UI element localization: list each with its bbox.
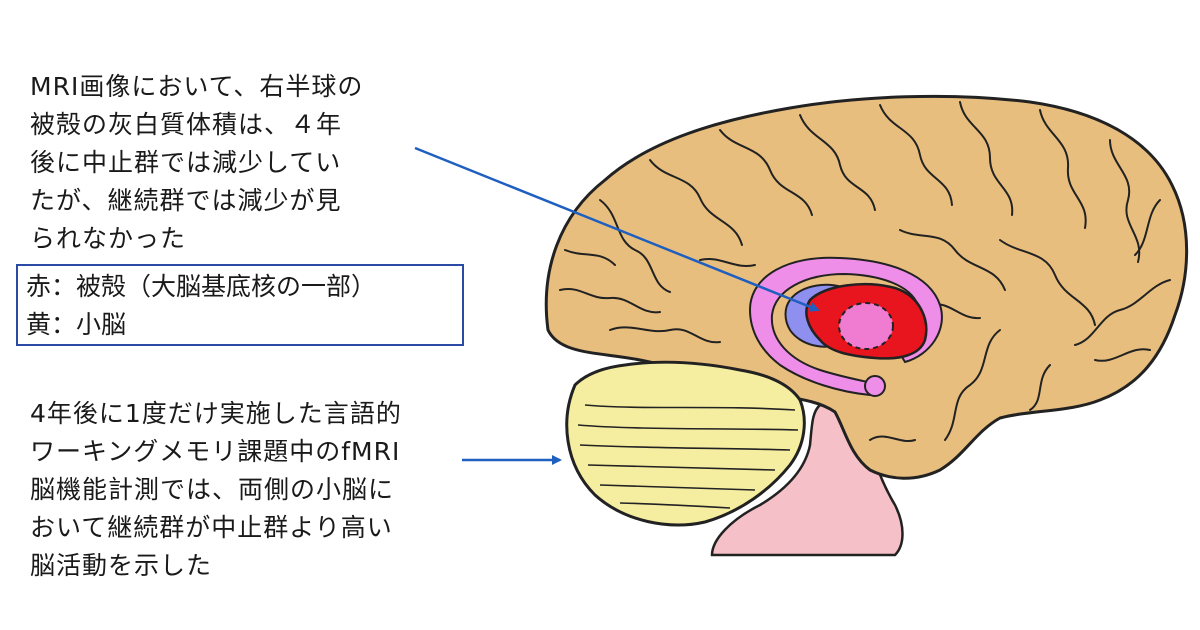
- annotation-top-line: MRI画像において、右半球の: [30, 72, 364, 101]
- annotation-top-line: 被殻の灰白質体積は、４年: [30, 110, 343, 139]
- annotation-top: MRI画像において、右半球の 被殻の灰白質体積は、４年 後に中止群では減少してい…: [30, 68, 363, 258]
- cingulate-arc: [748, 256, 943, 397]
- cortex-folds: [559, 101, 1171, 443]
- annotation-top-line: られなかった: [30, 224, 187, 253]
- annotation-bottom: 4年後に1度だけ実施した言語的 ワーキングメモリ課題中のfMRI 脳機能計測では…: [30, 395, 402, 585]
- cerebellum-folia: [577, 404, 799, 509]
- arrow-to-putamen: [414, 146, 820, 312]
- small-nucleus: [864, 375, 886, 397]
- annotation-bottom-line: 脳機能計測では、両側の小脳に: [30, 475, 395, 504]
- annotation-top-line: たが、継続群では減少が見: [30, 186, 342, 215]
- cerebellum: [565, 360, 806, 527]
- annotation-bottom-line: 脳活動を示した: [30, 551, 213, 580]
- annotation-top-line: 後に中止群では減少してい: [30, 148, 342, 177]
- annotation-bottom-line: ワーキングメモリ課題中のfMRI: [30, 437, 401, 466]
- annotation-bottom-line: おいて継続群が中止群より高い: [30, 513, 393, 542]
- legend-line-red: 赤：被殻（大脳基底核の一部）: [26, 272, 377, 301]
- annotation-bottom-line: 4年後に1度だけ実施した言語的: [30, 399, 402, 428]
- legend-box: 赤：被殻（大脳基底核の一部） 黄：小脳: [16, 264, 464, 346]
- legend-line-yellow: 黄：小脳: [26, 310, 127, 339]
- globus-pallidus: [838, 302, 894, 350]
